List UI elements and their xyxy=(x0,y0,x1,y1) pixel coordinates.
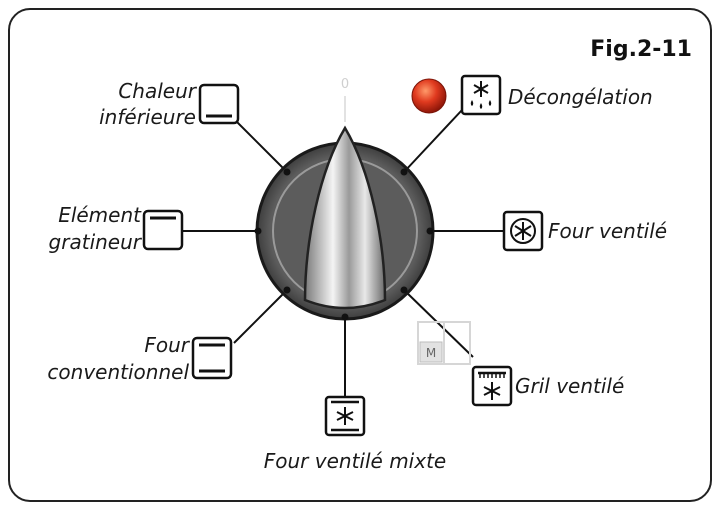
top-heat-icon xyxy=(142,209,184,251)
mode-chaleur-inferieure: Chaleur inférieure xyxy=(99,79,240,129)
mode-label-line2: conventionnel xyxy=(47,360,189,384)
fan-grill-icon xyxy=(471,365,513,407)
top-bottom-heat-icon xyxy=(191,336,233,380)
selector-dial[interactable] xyxy=(254,125,435,321)
figure-title: Fig.2-11 xyxy=(590,37,692,62)
mode-four-conventionnel: Four conventionnel xyxy=(47,333,233,384)
mode-decongelation: Décongélation xyxy=(411,74,653,116)
memory-marker: M xyxy=(417,321,471,365)
mode-label: Gril ventilé xyxy=(515,374,624,398)
memory-marker-label: M xyxy=(426,346,436,360)
knob-pointer[interactable] xyxy=(303,125,387,310)
mode-four-ventile-mixte: Four ventilé mixte xyxy=(264,395,446,473)
dial-position-dots xyxy=(254,168,434,321)
mode-gril-ventile: Gril ventilé xyxy=(471,365,624,407)
bottom-heat-icon xyxy=(198,83,240,125)
mode-label-line1: Chaleur xyxy=(118,79,197,103)
mode-label: Décongélation xyxy=(508,85,653,109)
mode-label: Four ventilé xyxy=(548,219,667,243)
fan-icon xyxy=(502,210,544,252)
fan-mixed-icon xyxy=(324,395,366,437)
dial-zero-mark: 0 xyxy=(341,77,349,92)
mode-element-gratineur: Elément gratineur xyxy=(49,203,184,254)
mode-label-line1: Four xyxy=(144,333,190,357)
defrost-icon xyxy=(460,74,502,116)
mode-four-ventile: Four ventilé xyxy=(502,210,667,252)
mode-label: Four ventilé mixte xyxy=(264,449,446,473)
indicator-lamp xyxy=(411,78,447,114)
mode-label-line2: gratineur xyxy=(49,230,143,254)
mode-label-line2: inférieure xyxy=(99,105,196,129)
figure-frame xyxy=(8,8,712,502)
mode-label-line1: Elément xyxy=(58,203,142,227)
